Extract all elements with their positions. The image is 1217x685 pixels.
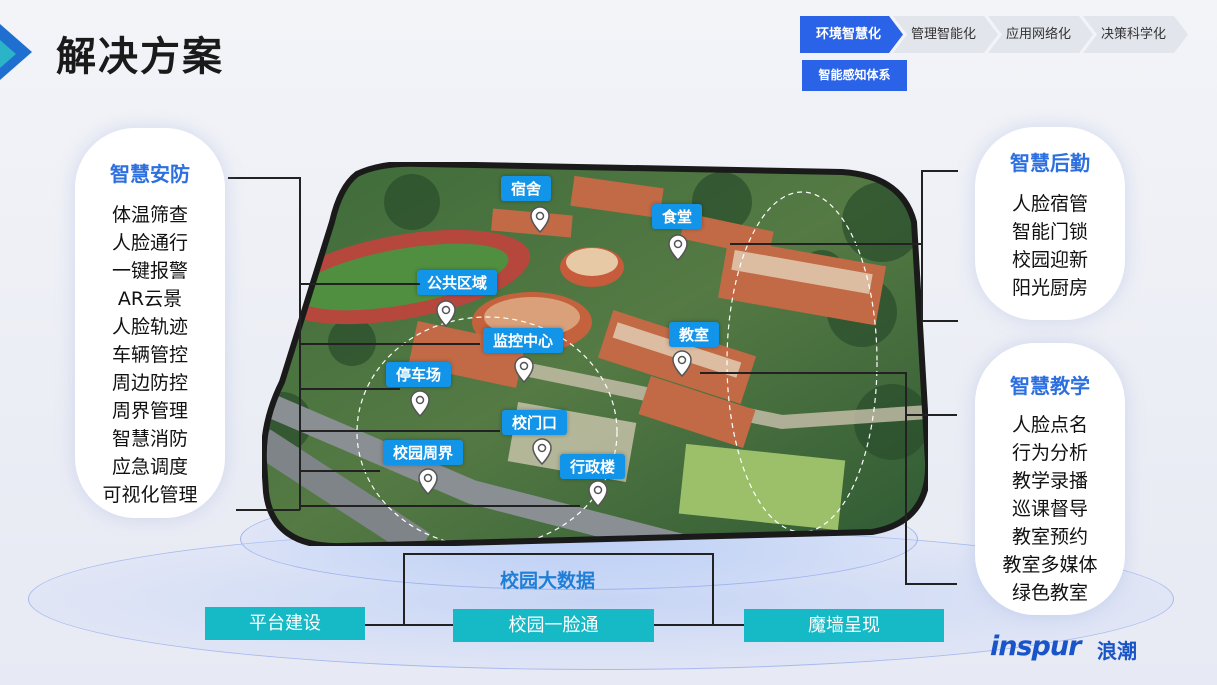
- panel-title: 智慧安防: [110, 162, 190, 186]
- step-management[interactable]: 管理智能化: [893, 16, 998, 53]
- location-pin-icon[interactable]: [512, 356, 536, 384]
- poi-classroom[interactable]: 教室: [669, 322, 720, 347]
- location-pin-icon[interactable]: [528, 206, 552, 234]
- connector-line: [712, 553, 714, 625]
- magic-wall-button[interactable]: 魔墙呈现: [744, 609, 944, 642]
- location-pin-icon[interactable]: [434, 300, 458, 328]
- connector-line: [403, 553, 713, 555]
- connector-line: [403, 624, 453, 626]
- connector-line: [300, 470, 380, 472]
- location-pin-icon[interactable]: [416, 468, 440, 496]
- location-pin-icon[interactable]: [408, 390, 432, 418]
- feature-list: 人脸宿管 智能门锁 校园迎新 阳光厨房: [975, 190, 1125, 302]
- step-decision[interactable]: 决策科学化: [1083, 16, 1188, 53]
- campus-face-pass-button[interactable]: 校园一脸通: [453, 609, 654, 642]
- list-item: 智能门锁: [1011, 221, 1088, 243]
- poi-dormitory[interactable]: 宿舍: [501, 176, 552, 201]
- connector-line: [922, 320, 958, 322]
- list-item: 校园迎新: [1011, 249, 1088, 271]
- list-item: 人脸宿管: [1011, 193, 1088, 215]
- connector-line: [922, 170, 958, 172]
- list-item: 一键报警: [111, 260, 188, 282]
- list-item: 行为分析: [1011, 442, 1088, 464]
- poi-monitoring-center[interactable]: 监控中心: [483, 328, 564, 353]
- step-breadcrumb: 环境智慧化 管理智能化 应用网络化 决策科学化: [800, 16, 1178, 53]
- connector-line: [905, 414, 957, 416]
- list-item: 体温筛查: [111, 204, 188, 226]
- list-item: 智慧消防: [111, 428, 188, 450]
- step-application[interactable]: 应用网络化: [988, 16, 1093, 53]
- list-item: 应急调度: [111, 456, 188, 478]
- smart-logistics-panel: 智慧后勤 人脸宿管 智能门锁 校园迎新 阳光厨房: [975, 127, 1125, 320]
- poi-public-area[interactable]: 公共区域: [417, 270, 498, 295]
- poi-canteen[interactable]: 食堂: [652, 204, 703, 229]
- list-item: 绿色教室: [1011, 582, 1088, 604]
- smart-security-panel: 智慧安防 体温筛查 人脸通行 一键报警 AR云景 人脸轨迹 车辆管控 周边防控 …: [75, 128, 225, 518]
- step-environment[interactable]: 环境智慧化: [800, 16, 903, 53]
- campus-big-data-label: 校园大数据: [500, 570, 596, 592]
- list-item: AR云景: [117, 288, 183, 310]
- poi-school-gate[interactable]: 校门口: [502, 410, 568, 435]
- panel-title: 智慧后勤: [1010, 151, 1090, 175]
- connector-line: [300, 343, 480, 345]
- list-item: 教学录播: [1011, 470, 1088, 492]
- list-item: 人脸通行: [111, 232, 188, 254]
- panel-title: 智慧教学: [1010, 374, 1090, 398]
- poi-parking-lot[interactable]: 停车场: [386, 362, 452, 387]
- connector-line: [300, 430, 500, 432]
- list-item: 周边防控: [111, 372, 188, 394]
- list-item: 教室预约: [1011, 526, 1088, 548]
- list-item: 周界管理: [111, 400, 188, 422]
- connector-line: [300, 388, 400, 390]
- connector-line: [403, 553, 405, 625]
- list-item: 阳光厨房: [1011, 277, 1088, 299]
- poi-campus-perimeter[interactable]: 校园周界: [383, 440, 464, 465]
- list-item: 车辆管控: [111, 344, 188, 366]
- smart-teaching-panel: 智慧教学 人脸点名 行为分析 教学录播 巡课督导 教室预约 教室多媒体 绿色教室: [975, 343, 1125, 615]
- connector-line: [730, 243, 922, 245]
- feature-list: 体温筛查 人脸通行 一键报警 AR云景 人脸轨迹 车辆管控 周边防控 周界管理 …: [75, 201, 225, 509]
- list-item: 人脸轨迹: [111, 316, 188, 338]
- feature-list: 人脸点名 行为分析 教学录播 巡课督导 教室预约 教室多媒体 绿色教室: [975, 411, 1125, 607]
- connector-line: [236, 509, 300, 511]
- connector-line: [921, 170, 923, 320]
- page-title: 解决方案: [56, 34, 224, 80]
- location-pin-icon[interactable]: [530, 438, 554, 466]
- connector-line: [300, 505, 580, 507]
- title-accent-shape-inner: [0, 40, 16, 68]
- poi-admin-building[interactable]: 行政楼: [560, 454, 626, 479]
- connector-line: [905, 372, 907, 584]
- connector-line: [299, 177, 301, 510]
- platform-build-button[interactable]: 平台建设: [205, 607, 365, 640]
- connector-line: [365, 624, 405, 626]
- location-pin-icon[interactable]: [666, 234, 690, 262]
- connector-line: [228, 177, 300, 179]
- connector-line: [654, 624, 744, 626]
- campus-aerial-map: 宿舍 食堂 公共区域 监控中心 教室 停车场 校门口 校园周界 行政楼: [260, 160, 932, 550]
- location-pin-icon[interactable]: [670, 350, 694, 378]
- list-item: 人脸点名: [1011, 414, 1088, 436]
- connector-line: [700, 372, 905, 374]
- connector-line: [300, 283, 420, 285]
- list-item: 教室多媒体: [1002, 554, 1098, 576]
- sub-tab-perception[interactable]: 智能感知体系: [802, 60, 907, 91]
- inspur-logo-cn: 浪潮: [1097, 639, 1137, 663]
- inspur-logo: inspur: [990, 631, 1081, 662]
- connector-line: [905, 583, 957, 585]
- location-pin-icon[interactable]: [586, 480, 610, 508]
- list-item: 可视化管理: [102, 484, 198, 506]
- list-item: 巡课督导: [1011, 498, 1088, 520]
